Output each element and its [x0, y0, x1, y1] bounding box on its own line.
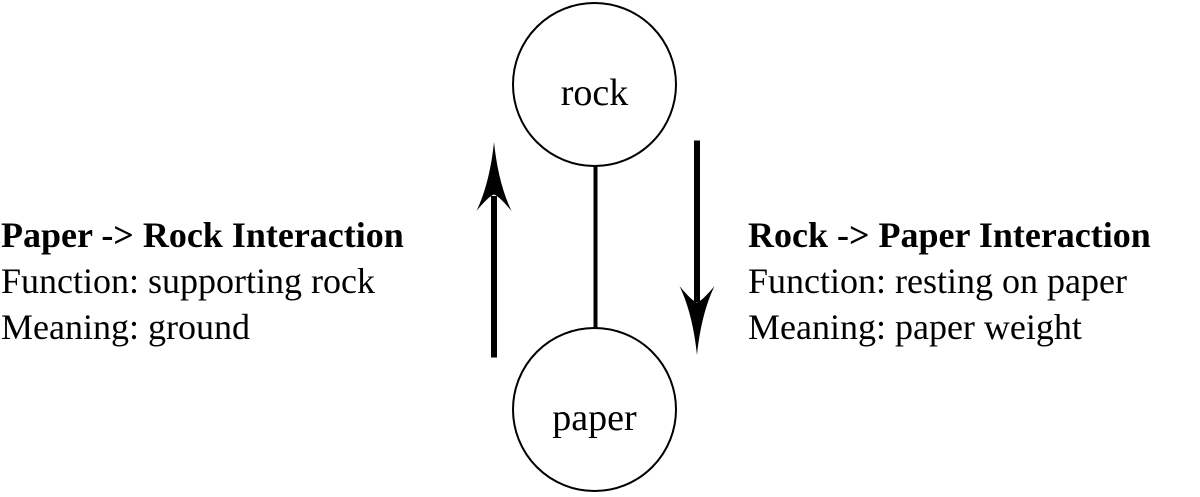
- rock-to-paper-annotation: Rock -> Paper Interaction Function: rest…: [748, 212, 1151, 350]
- rock-node-label: rock: [560, 71, 629, 114]
- upward-arrow: [476, 142, 512, 358]
- rock-node: rock: [512, 2, 677, 167]
- paper-to-rock-annotation-meaning: Meaning: ground: [1, 307, 250, 347]
- rock-to-paper-annotation-meaning: Meaning: paper weight: [748, 307, 1082, 347]
- paper-to-rock-annotation: Paper -> Rock Interaction Function: supp…: [1, 212, 404, 350]
- downward-arrow: [679, 140, 715, 355]
- downward-arrow-head: [679, 286, 715, 355]
- paper-node-label: paper: [552, 396, 637, 439]
- rock-to-paper-annotation-function: Function: resting on paper: [748, 261, 1127, 301]
- rock-to-paper-annotation-title: Rock -> Paper Interaction: [748, 215, 1151, 255]
- paper-node: paper: [512, 327, 677, 492]
- paper-to-rock-annotation-title: Paper -> Rock Interaction: [1, 215, 404, 255]
- paper-to-rock-annotation-function: Function: supporting rock: [1, 261, 375, 301]
- upward-arrow-head: [476, 142, 512, 211]
